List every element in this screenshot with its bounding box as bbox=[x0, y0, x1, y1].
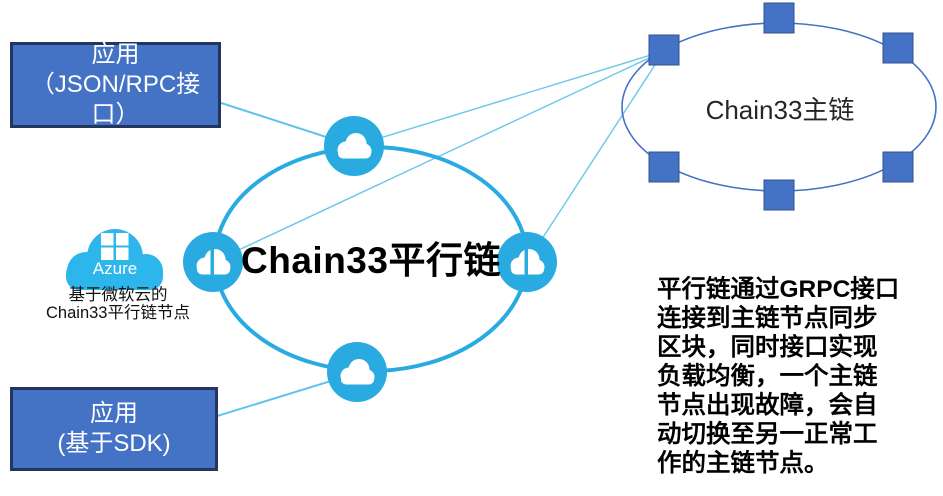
azure-node-caption: 基于微软云的 Chain33平行链节点 bbox=[46, 286, 190, 322]
main-chain-label: Chain33主链 bbox=[705, 95, 855, 125]
azure-logo-text: Azure bbox=[92, 259, 138, 278]
connector-rightcloud-to-mainchain bbox=[526, 50, 665, 263]
square-node-icon bbox=[882, 151, 914, 183]
grpc-description-text: 平行链通过GRPC接口 连接到主链节点同步 区块，同时接口实现 负载均衡，一个主… bbox=[657, 276, 900, 477]
cloud-node-icon bbox=[324, 116, 384, 176]
square-node-icon bbox=[763, 179, 795, 211]
app-box-json-rpc-line1: 应用 bbox=[91, 41, 140, 68]
azure-cloud-icon bbox=[66, 229, 163, 290]
square-node-icon bbox=[648, 34, 680, 66]
cloud-node-icon bbox=[497, 232, 557, 292]
main-chain-nodes bbox=[648, 2, 914, 211]
parallel-chain-nodes bbox=[183, 116, 557, 402]
square-node-icon bbox=[882, 32, 914, 64]
cloud-node-icon bbox=[327, 342, 387, 402]
parallel-chain-label: Chain33平行链 bbox=[241, 240, 501, 281]
square-node-icon bbox=[763, 2, 795, 34]
app-box-sdk-line2: (基于SDK) bbox=[57, 430, 171, 457]
app-box-json-rpc-line2: （JSON/RPC接口） bbox=[30, 71, 201, 128]
square-node-icon bbox=[648, 151, 680, 183]
app-box-sdk: 应用 (基于SDK) bbox=[10, 387, 218, 471]
windows-logo-icon bbox=[101, 233, 129, 260]
connector-topcloud-to-mainchain bbox=[353, 50, 665, 147]
app-box-sdk-line1: 应用 bbox=[90, 400, 138, 427]
cloud-node-icon bbox=[183, 232, 243, 292]
app-box-json-rpc: 应用 （JSON/RPC接口） bbox=[10, 41, 221, 128]
